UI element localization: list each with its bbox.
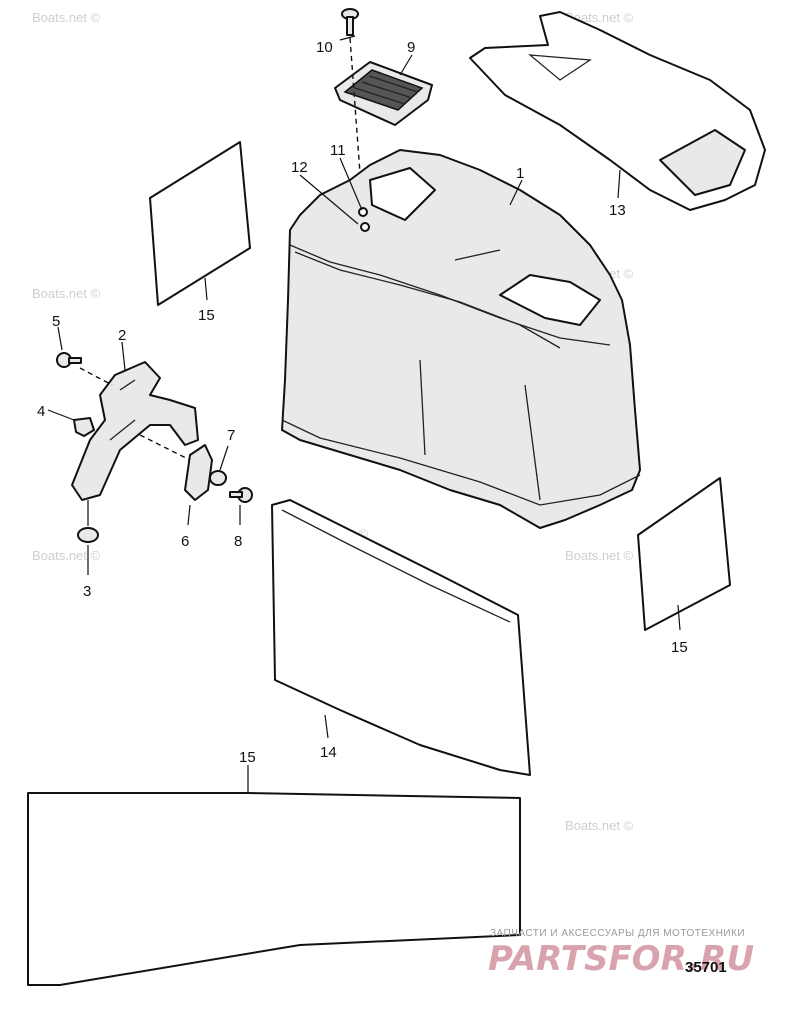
part-14-front-decal <box>271 499 531 776</box>
watermark: Boats.net © <box>565 548 634 563</box>
watermark: Boats.net © <box>32 10 101 25</box>
callouts: 1 2 3 4 5 6 7 8 9 10 11 12 13 14 15 15 1… <box>37 39 688 766</box>
part-7-nut <box>209 445 229 486</box>
callout-5: 5 <box>52 313 60 330</box>
callout-11: 11 <box>330 142 346 159</box>
callout-15: 15 <box>239 749 256 766</box>
leader-9 <box>399 54 413 76</box>
footer-tagline: ЗАПЧАСТИ И АКСЕССУАРЫ ДЛЯ МОТОТЕХНИКИ <box>490 928 745 939</box>
watermark: Boats.net © <box>565 818 634 833</box>
callout-4: 4 <box>37 403 45 420</box>
part-15-decal-right <box>637 477 731 631</box>
part-13-top-decal <box>469 11 766 211</box>
part-8-screw <box>229 487 253 525</box>
callout-2: 2 <box>118 327 126 344</box>
leader-1 <box>509 179 523 206</box>
leader-12 <box>299 174 359 225</box>
part-6-latch <box>139 434 213 526</box>
part-9-vent-grille <box>334 61 433 126</box>
callout-12: 12 <box>291 159 308 176</box>
callout-13: 13 <box>609 202 626 219</box>
figure-number: 35701 <box>685 959 727 976</box>
watermark: Boats.net © <box>32 548 101 563</box>
footer: ЗАПЧАСТИ И АКСЕССУАРЫ ДЛЯ МОТОТЕХНИКИ PA… <box>488 928 754 979</box>
part-5-screw <box>56 326 82 368</box>
part-1-top-cowl <box>281 149 641 529</box>
callout-7: 7 <box>227 427 235 444</box>
callout-3: 3 <box>83 583 91 600</box>
callout-15: 15 <box>671 639 688 656</box>
callout-10: 10 <box>316 39 333 56</box>
part-15-decal-bottom <box>27 765 521 986</box>
callout-8: 8 <box>234 533 242 550</box>
callout-9: 9 <box>407 39 415 56</box>
watermark: Boats.net © <box>32 286 101 301</box>
callout-1: 1 <box>516 165 524 182</box>
leader-13 <box>617 169 621 199</box>
part-15-decal-left <box>149 141 251 306</box>
callout-6: 6 <box>181 533 189 550</box>
leader-11 <box>339 157 363 211</box>
part-4-grommet <box>47 409 95 437</box>
site-logo: PARTSFOR.RU <box>488 939 754 979</box>
callout-14: 14 <box>320 744 337 761</box>
callout-15: 15 <box>198 307 215 324</box>
leader-10 <box>339 35 356 41</box>
part-2-bracket <box>71 341 199 501</box>
part-3-grommet <box>77 500 99 575</box>
